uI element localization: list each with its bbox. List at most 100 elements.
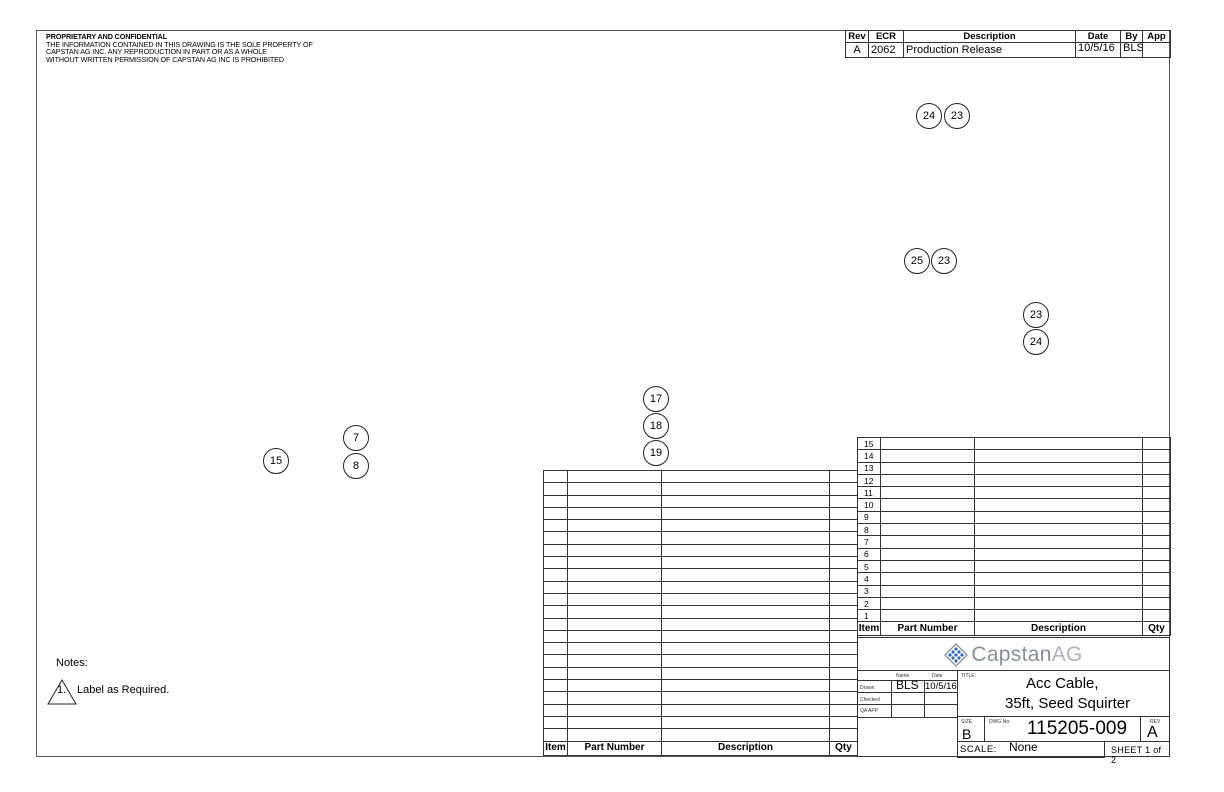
part-number-cell [567,556,662,570]
drawing-frame [36,30,1170,757]
confidential-line: THE INFORMATION CONTAINED IN THIS DRAWIN… [46,39,313,49]
part-number-cell [567,679,662,693]
description-cell [974,461,1143,475]
bom-row [543,482,858,496]
bom-header-row: Item Part Number Description Qty [857,621,1171,637]
item-balloon: 18 [643,413,669,439]
logo-text-capstan: Capstan [971,642,1052,666]
qty-cell [1142,609,1171,623]
part-number-cell [880,523,975,537]
description-cell [974,596,1143,611]
item-cell: 12 [857,473,881,488]
description-cell [661,580,830,594]
part-number-cell [567,605,662,619]
item-cell: 1 [857,609,881,623]
rev-header: Rev [845,30,869,43]
description-cell [974,584,1143,598]
bom-row [543,617,858,631]
item-cell: 2 [857,596,881,611]
item-balloon: 15 [263,448,289,474]
by-cell: BLS [1120,42,1143,58]
part-number-cell [567,642,662,656]
qty-cell [829,715,858,730]
bom-row [543,469,858,484]
bom-row [543,531,858,545]
qty-cell [829,580,858,594]
item-balloon: 23 [931,248,957,274]
description-cell [974,486,1143,500]
qty-cell [1142,449,1171,463]
description-cell [661,617,830,631]
qty-cell [1142,584,1171,598]
qty-cell [1142,473,1171,488]
rev-cell: A [845,42,869,58]
description-cell [661,543,830,558]
part-number-cell [567,568,662,582]
part-number-cell [567,703,662,717]
revision-header-row: Rev ECR Description Date By App [845,30,1171,43]
title-block: CapstanAG Name Date Drawn Checked QA APP… [857,637,1170,765]
item-cell: 11 [857,486,881,500]
bom-row [543,666,858,681]
item-cell [543,469,568,484]
qty-cell [829,519,858,533]
date-label: Date [932,673,943,679]
description-cell [661,642,830,656]
bom-row [543,703,858,717]
description-cell [974,535,1143,549]
part-number-cell [567,666,662,681]
bom-row: 12 [857,473,1171,488]
scale-value: None [1009,740,1038,754]
part-number-cell [567,494,662,508]
part-number-cell [880,559,975,574]
description-cell [661,605,830,619]
title-label: TITLE: [961,673,977,679]
bom-header-row: Item Part Number Description Qty [543,740,858,756]
ecr-cell: 2062 [868,42,904,58]
part-number-cell [567,715,662,730]
revision-table: Rev ECR Description Date By App A 2062 P… [845,30,1171,58]
description-cell [661,679,830,693]
bom-row: 13 [857,461,1171,475]
qty-header: Qty [829,740,858,756]
dwg-label: DWG No: [989,719,1011,725]
part-number-cell [880,535,975,549]
qty-cell [1142,486,1171,500]
drawn-name: BLS [896,678,919,692]
part-number-header: Part Number [567,740,662,756]
item-balloon: 8 [343,453,369,479]
part-number-cell [880,436,975,451]
confidential-heading: PROPRIETARY AND CONFIDENTIAL [46,32,167,41]
bom-row [543,494,858,508]
bom-row [543,605,858,619]
bom-row [543,642,858,656]
item-cell: 6 [857,547,881,561]
description-cell [974,498,1143,512]
item-cell: 5 [857,559,881,574]
item-cell: 10 [857,498,881,512]
item-cell [543,666,568,681]
description-cell [661,592,830,607]
qty-cell [829,568,858,582]
qty-cell [829,617,858,631]
description-cell [974,609,1143,623]
qty-cell [1142,510,1171,525]
item-cell [543,519,568,533]
description-cell: Production Release [903,42,1076,58]
description-cell [661,494,830,508]
scale-label: SCALE: [960,744,997,755]
description-cell [974,559,1143,574]
bom-row [543,556,858,570]
checked-label: Checked [860,697,880,703]
part-number-cell [567,506,662,521]
bom-row [543,691,858,705]
capstan-logo-icon [944,642,969,667]
item-balloon: 19 [643,440,669,466]
part-number-cell [567,469,662,484]
item-cell: 8 [857,523,881,537]
qty-cell [1142,572,1171,586]
part-number-cell [880,584,975,598]
item-cell [543,691,568,705]
item-cell [543,605,568,619]
qty-cell [829,691,858,705]
